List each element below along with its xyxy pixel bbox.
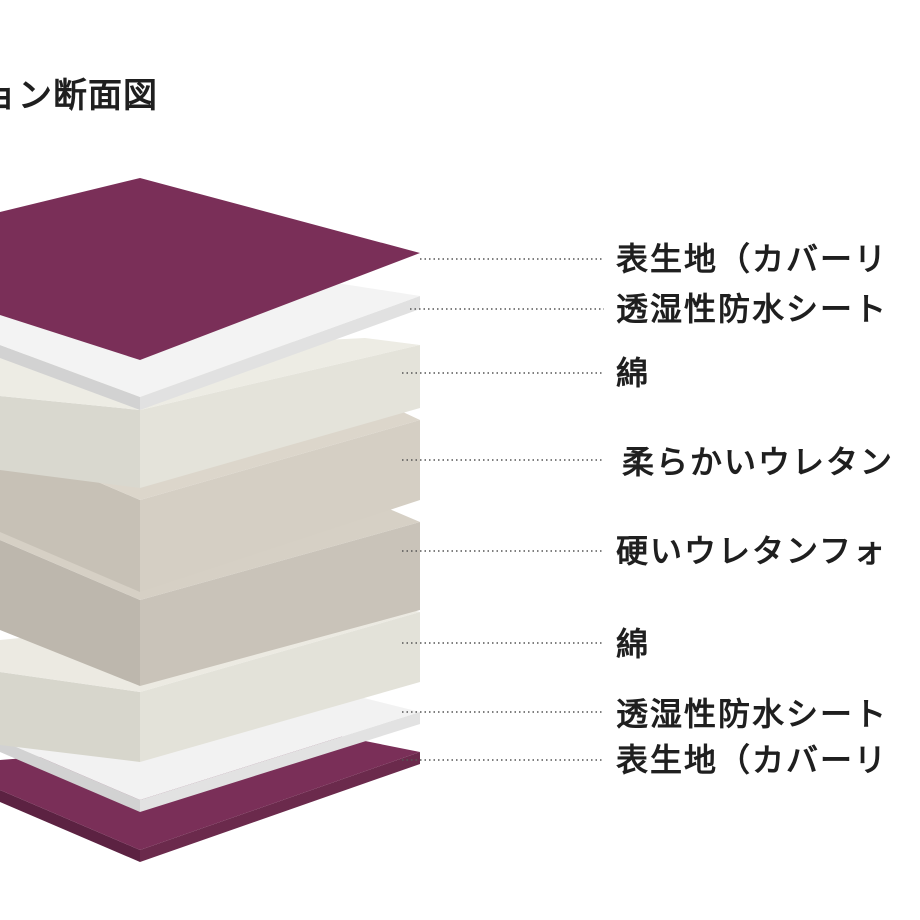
diagram-title: ョン断面図 (0, 68, 260, 124)
label-firm-urethane: 硬いウレタンフォ (616, 532, 888, 570)
layer-soft-urethane-side (0, 440, 140, 592)
label-top-cotton: 綿 (616, 354, 651, 392)
label-top-waterproof-sheet: 透湿性防水シート (616, 290, 889, 328)
layer-bottom-cover-side (0, 790, 140, 862)
layer-bottom-cover-front (140, 752, 420, 862)
layer-bottom-sheet-front (140, 712, 420, 812)
layer-soft-urethane-front (140, 420, 420, 592)
layer-top-sheet-front (140, 296, 420, 410)
layer-top-cotton-side (0, 396, 140, 488)
label-top-cover-fabric: 表生地（カバーリ (616, 240, 889, 278)
diagram-title-text: ョン断面図 (0, 76, 158, 116)
layer-bottom-cotton-side (0, 672, 140, 762)
label-soft-urethane: 柔らかいウレタン (622, 443, 895, 481)
label-bottom-cover-fabric: 表生地（カバーリ (616, 741, 889, 779)
layer-firm-urethane-front (140, 522, 420, 686)
layer-firm-urethane-side (0, 540, 140, 686)
leader-lines (402, 258, 604, 761)
layer-top-cover-top (0, 178, 420, 360)
layer-bottom-cotton-front (140, 612, 420, 762)
layer-top-cotton-front (140, 345, 420, 488)
layer-top-sheet-side (0, 345, 140, 410)
layer-bottom-sheet-side (0, 740, 140, 812)
layer-top-cover-fabric (0, 178, 420, 360)
label-bottom-waterproof-sheet: 透湿性防水シート (616, 695, 889, 733)
label-bottom-cotton: 綿 (616, 625, 651, 663)
